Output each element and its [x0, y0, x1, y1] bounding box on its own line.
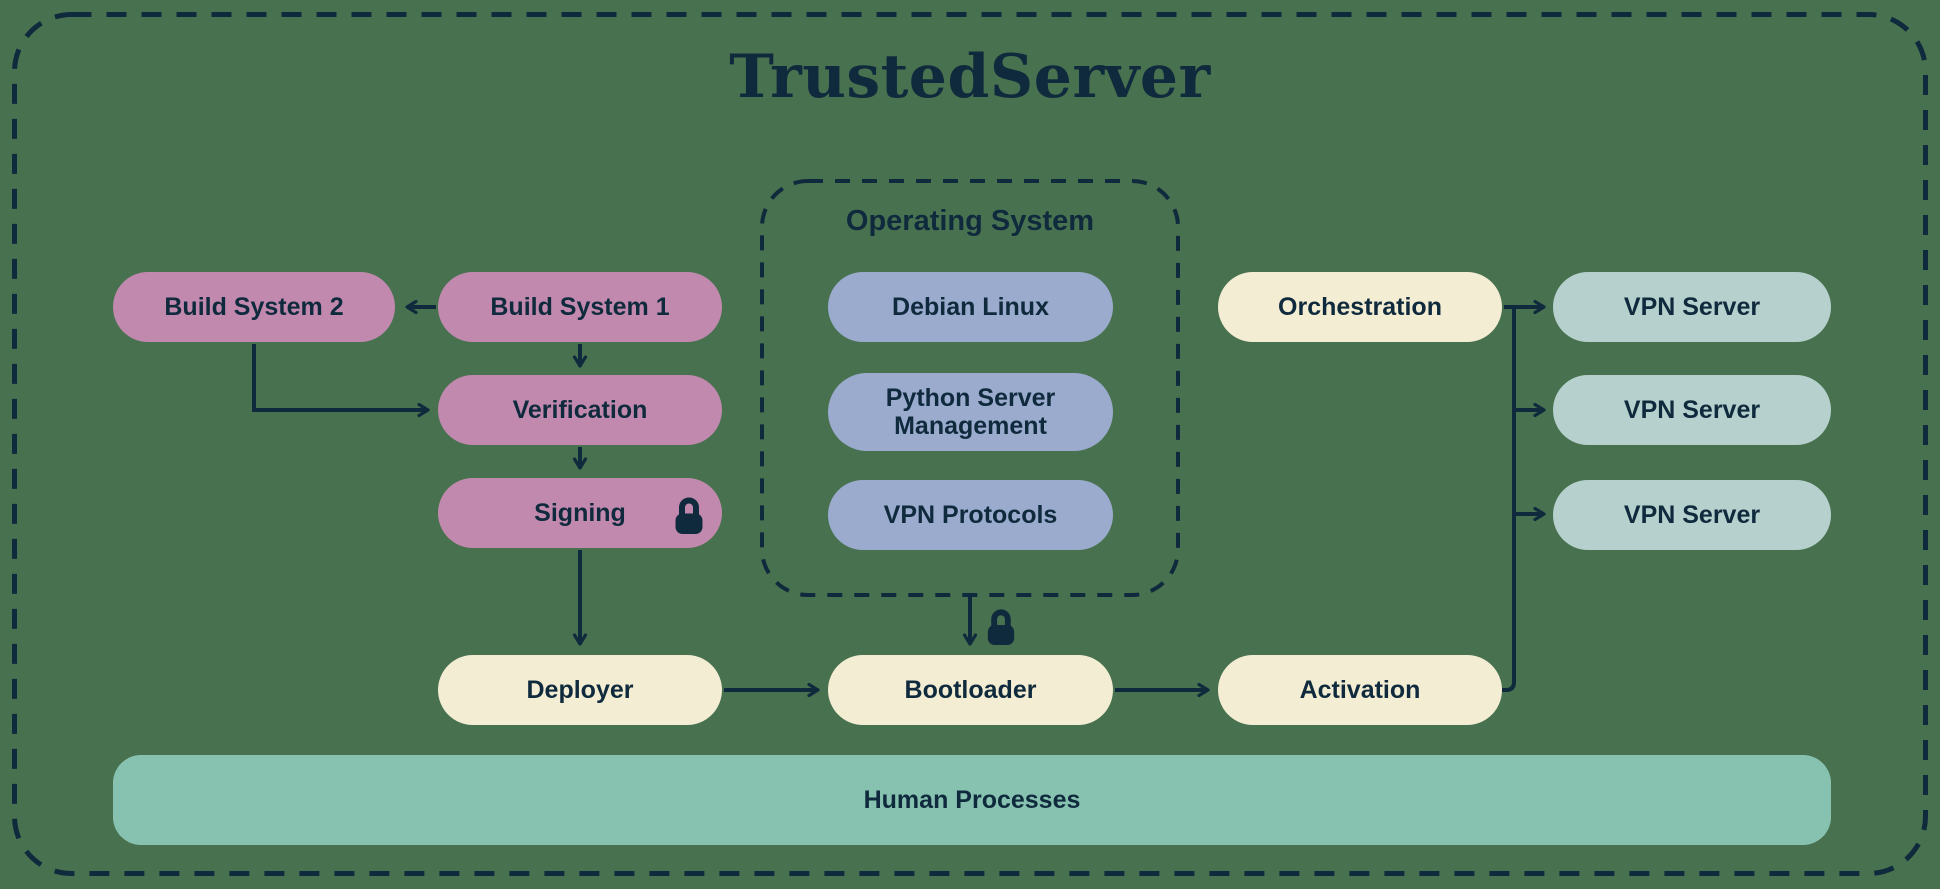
node-deployer: Deployer: [438, 655, 722, 725]
node-signing: Signing: [438, 478, 722, 548]
node-vpn-server-2: VPN Server: [1553, 375, 1831, 445]
node-label: Orchestration: [1278, 293, 1442, 321]
node-verification: Verification: [438, 375, 722, 445]
node-label: Python Server Management: [885, 384, 1056, 440]
node-label: VPN Protocols: [883, 501, 1058, 529]
node-label: VPN Server: [1623, 293, 1761, 321]
node-label: Human Processes: [863, 785, 1081, 814]
node-activation: Activation: [1218, 655, 1502, 725]
node-orchestration: Orchestration: [1218, 272, 1502, 342]
diagram-title: TrustedServer: [729, 42, 1211, 112]
node-label: Deployer: [526, 676, 634, 704]
node-label: Signing: [534, 499, 626, 527]
node-vpn-server-3: VPN Server: [1553, 480, 1831, 550]
node-python-server-management: Python Server Management: [828, 373, 1113, 451]
lock-icon: [988, 612, 1014, 645]
node-bootloader: Bootloader: [828, 655, 1113, 725]
node-human-processes: Human Processes: [113, 755, 1831, 845]
node-label: VPN Server: [1623, 396, 1761, 424]
node-vpn-protocols: VPN Protocols: [828, 480, 1113, 550]
node-label: Build System 1: [490, 293, 670, 321]
node-vpn-server-1: VPN Server: [1553, 272, 1831, 342]
node-label: Bootloader: [904, 676, 1037, 704]
node-label: Build System 2: [164, 293, 344, 321]
node-label: Activation: [1299, 676, 1421, 704]
node-debian-linux: Debian Linux: [828, 272, 1113, 342]
node-label: Debian Linux: [892, 293, 1049, 321]
node-label: VPN Server: [1623, 501, 1761, 529]
arrow-build2-to-verification: [252, 344, 430, 418]
connector-activation-to-vpn-servers: [1502, 307, 1516, 692]
os-group-title: Operating System: [845, 205, 1095, 237]
node-label: Verification: [512, 396, 648, 424]
node-build-system-2: Build System 2: [113, 272, 395, 342]
node-build-system-1: Build System 1: [438, 272, 722, 342]
